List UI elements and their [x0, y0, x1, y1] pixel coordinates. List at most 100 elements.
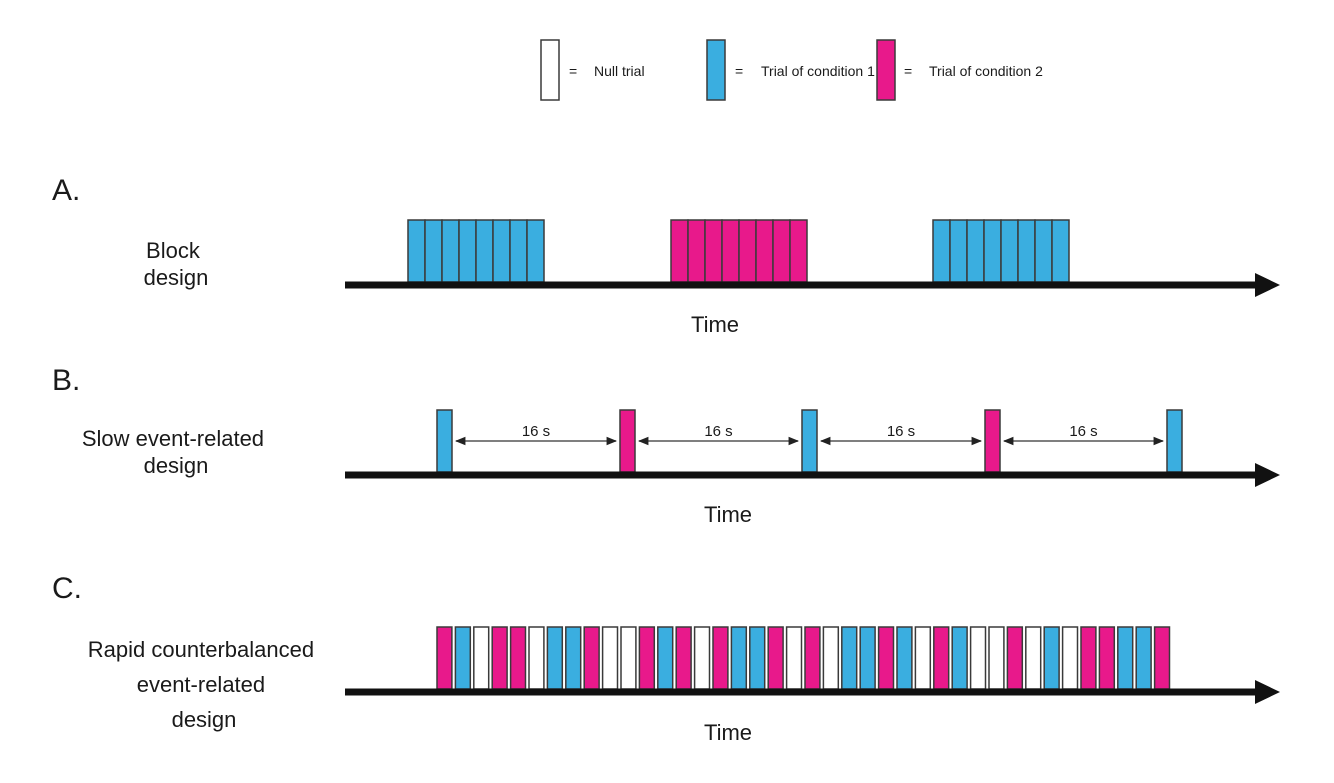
trial-bars — [436, 626, 1171, 690]
trial-bar-condition2 — [933, 626, 950, 690]
trial-bar-condition1 — [546, 626, 564, 690]
trial-bar-condition1 — [841, 626, 858, 690]
legend-label-null: Null trial — [594, 63, 645, 79]
legend-swatch-condition1 — [706, 39, 726, 101]
trial-bar-null — [473, 626, 490, 690]
trial-bar-condition1 — [932, 219, 951, 283]
trial-bar-condition1 — [1117, 626, 1134, 690]
trial-bar-condition2 — [1098, 626, 1116, 690]
legend: = Null trial = Trial of condition 1 = Tr… — [540, 39, 1043, 101]
legend-swatch-condition2 — [876, 39, 896, 101]
trial-bar-condition1 — [1135, 626, 1152, 690]
trial-bar-condition1 — [983, 219, 1002, 283]
trial-bar-condition2 — [704, 219, 723, 283]
trial-bar-condition1 — [458, 219, 477, 283]
trial-bar-null — [693, 626, 711, 690]
trial-bar-condition2 — [877, 626, 895, 690]
trial-bar-condition1 — [951, 626, 968, 690]
trial-bar-condition1 — [509, 219, 528, 283]
interval-label: 16 s — [704, 423, 732, 440]
panel-c: C. Rapid counterbalanced event-related d… — [52, 572, 1280, 745]
axis-arrowhead — [1255, 463, 1280, 487]
trial-bar-condition2 — [619, 409, 636, 473]
trial-bar-condition1 — [749, 626, 766, 690]
panel-letter: A. — [52, 174, 80, 207]
trial-bar-condition2 — [509, 626, 527, 690]
legend-item-condition1: = Trial of condition 1 — [706, 39, 875, 101]
legend-equals: = — [904, 63, 912, 79]
trial-bar-condition1 — [1000, 219, 1019, 283]
panel-letter: B. — [52, 364, 80, 397]
row-label-line: design — [144, 265, 209, 290]
legend-swatch-null — [540, 39, 560, 101]
row-label-line: design — [172, 707, 237, 732]
trial-bar-condition1 — [475, 219, 494, 283]
panel-a: A. Block design Time — [52, 174, 1280, 337]
trial-bar-condition2 — [675, 626, 692, 690]
row-label-line: Block — [146, 238, 201, 263]
trial-bar-null — [914, 626, 932, 690]
trial-bar-condition1 — [565, 626, 582, 690]
trial-bar-condition1 — [454, 626, 472, 690]
trial-bar-condition1 — [657, 626, 674, 690]
trial-bar-condition1 — [1051, 219, 1070, 283]
interval-label: 16 s — [522, 423, 550, 440]
interval-arrows: 16 s 16 s 16 s 16 s — [454, 423, 1165, 446]
trial-bar-condition1 — [1034, 219, 1053, 283]
trial-bar-condition1 — [526, 219, 545, 283]
trial-bar-null — [601, 626, 619, 690]
legend-label-condition1: Trial of condition 1 — [761, 63, 875, 79]
legend-equals: = — [569, 63, 577, 79]
trial-bar-condition2 — [804, 626, 821, 690]
trial-bar-condition2 — [755, 219, 774, 283]
legend-item-null: = Null trial — [540, 39, 645, 101]
trial-bar-condition1 — [441, 219, 460, 283]
time-axis — [345, 680, 1280, 704]
row-label-line: event-related — [137, 672, 265, 697]
interval-label: 16 s — [887, 423, 915, 440]
trial-bar-condition1 — [730, 626, 748, 690]
trial-bar-condition1 — [492, 219, 511, 283]
row-label: Rapid counterbalanced event-related desi… — [88, 637, 320, 732]
trial-bar-null — [1025, 626, 1042, 690]
row-label-line: design — [144, 453, 209, 478]
legend-equals: = — [735, 63, 743, 79]
trial-bar-condition2 — [1153, 626, 1171, 690]
time-label: Time — [691, 312, 739, 337]
trial-bar-null — [528, 626, 545, 690]
interval-label: 16 s — [1069, 423, 1097, 440]
legend-item-condition2: = Trial of condition 2 — [876, 39, 1043, 101]
trial-bar-condition1 — [859, 626, 876, 690]
trial-bar-condition2 — [712, 626, 729, 690]
axis-arrowhead — [1255, 680, 1280, 704]
row-label-line: Rapid counterbalanced — [88, 637, 314, 662]
trial-bar-null — [988, 626, 1005, 690]
trial-bar-condition1 — [1166, 409, 1183, 473]
row-label: Block design — [144, 238, 209, 290]
trial-bar-null — [969, 626, 987, 690]
trial-bar-condition1 — [1017, 219, 1036, 283]
trial-bar-null — [620, 626, 637, 690]
panel-letter: C. — [52, 572, 82, 605]
trial-bar-condition2 — [436, 626, 453, 690]
trial-bar-condition2 — [491, 626, 508, 690]
trial-bar-condition2 — [721, 219, 740, 283]
axis-arrowhead — [1255, 273, 1280, 297]
trial-bar-condition2 — [687, 219, 706, 283]
trial-bar-condition1 — [436, 409, 453, 473]
trial-bar-condition2 — [738, 219, 757, 283]
row-label-line: Slow event-related — [82, 426, 264, 451]
trial-bar-condition2 — [984, 409, 1001, 473]
trial-bar-condition2 — [789, 219, 808, 283]
trial-bar-condition2 — [638, 626, 656, 690]
time-label: Time — [704, 720, 752, 745]
trial-bar-condition2 — [1080, 626, 1097, 690]
trial-bar-condition2 — [1006, 626, 1024, 690]
trial-bar-condition1 — [407, 219, 426, 283]
time-axis — [345, 273, 1280, 297]
trial-bar-condition2 — [670, 219, 689, 283]
trial-bar-condition1 — [801, 409, 818, 473]
trial-bar-condition1 — [896, 626, 913, 690]
